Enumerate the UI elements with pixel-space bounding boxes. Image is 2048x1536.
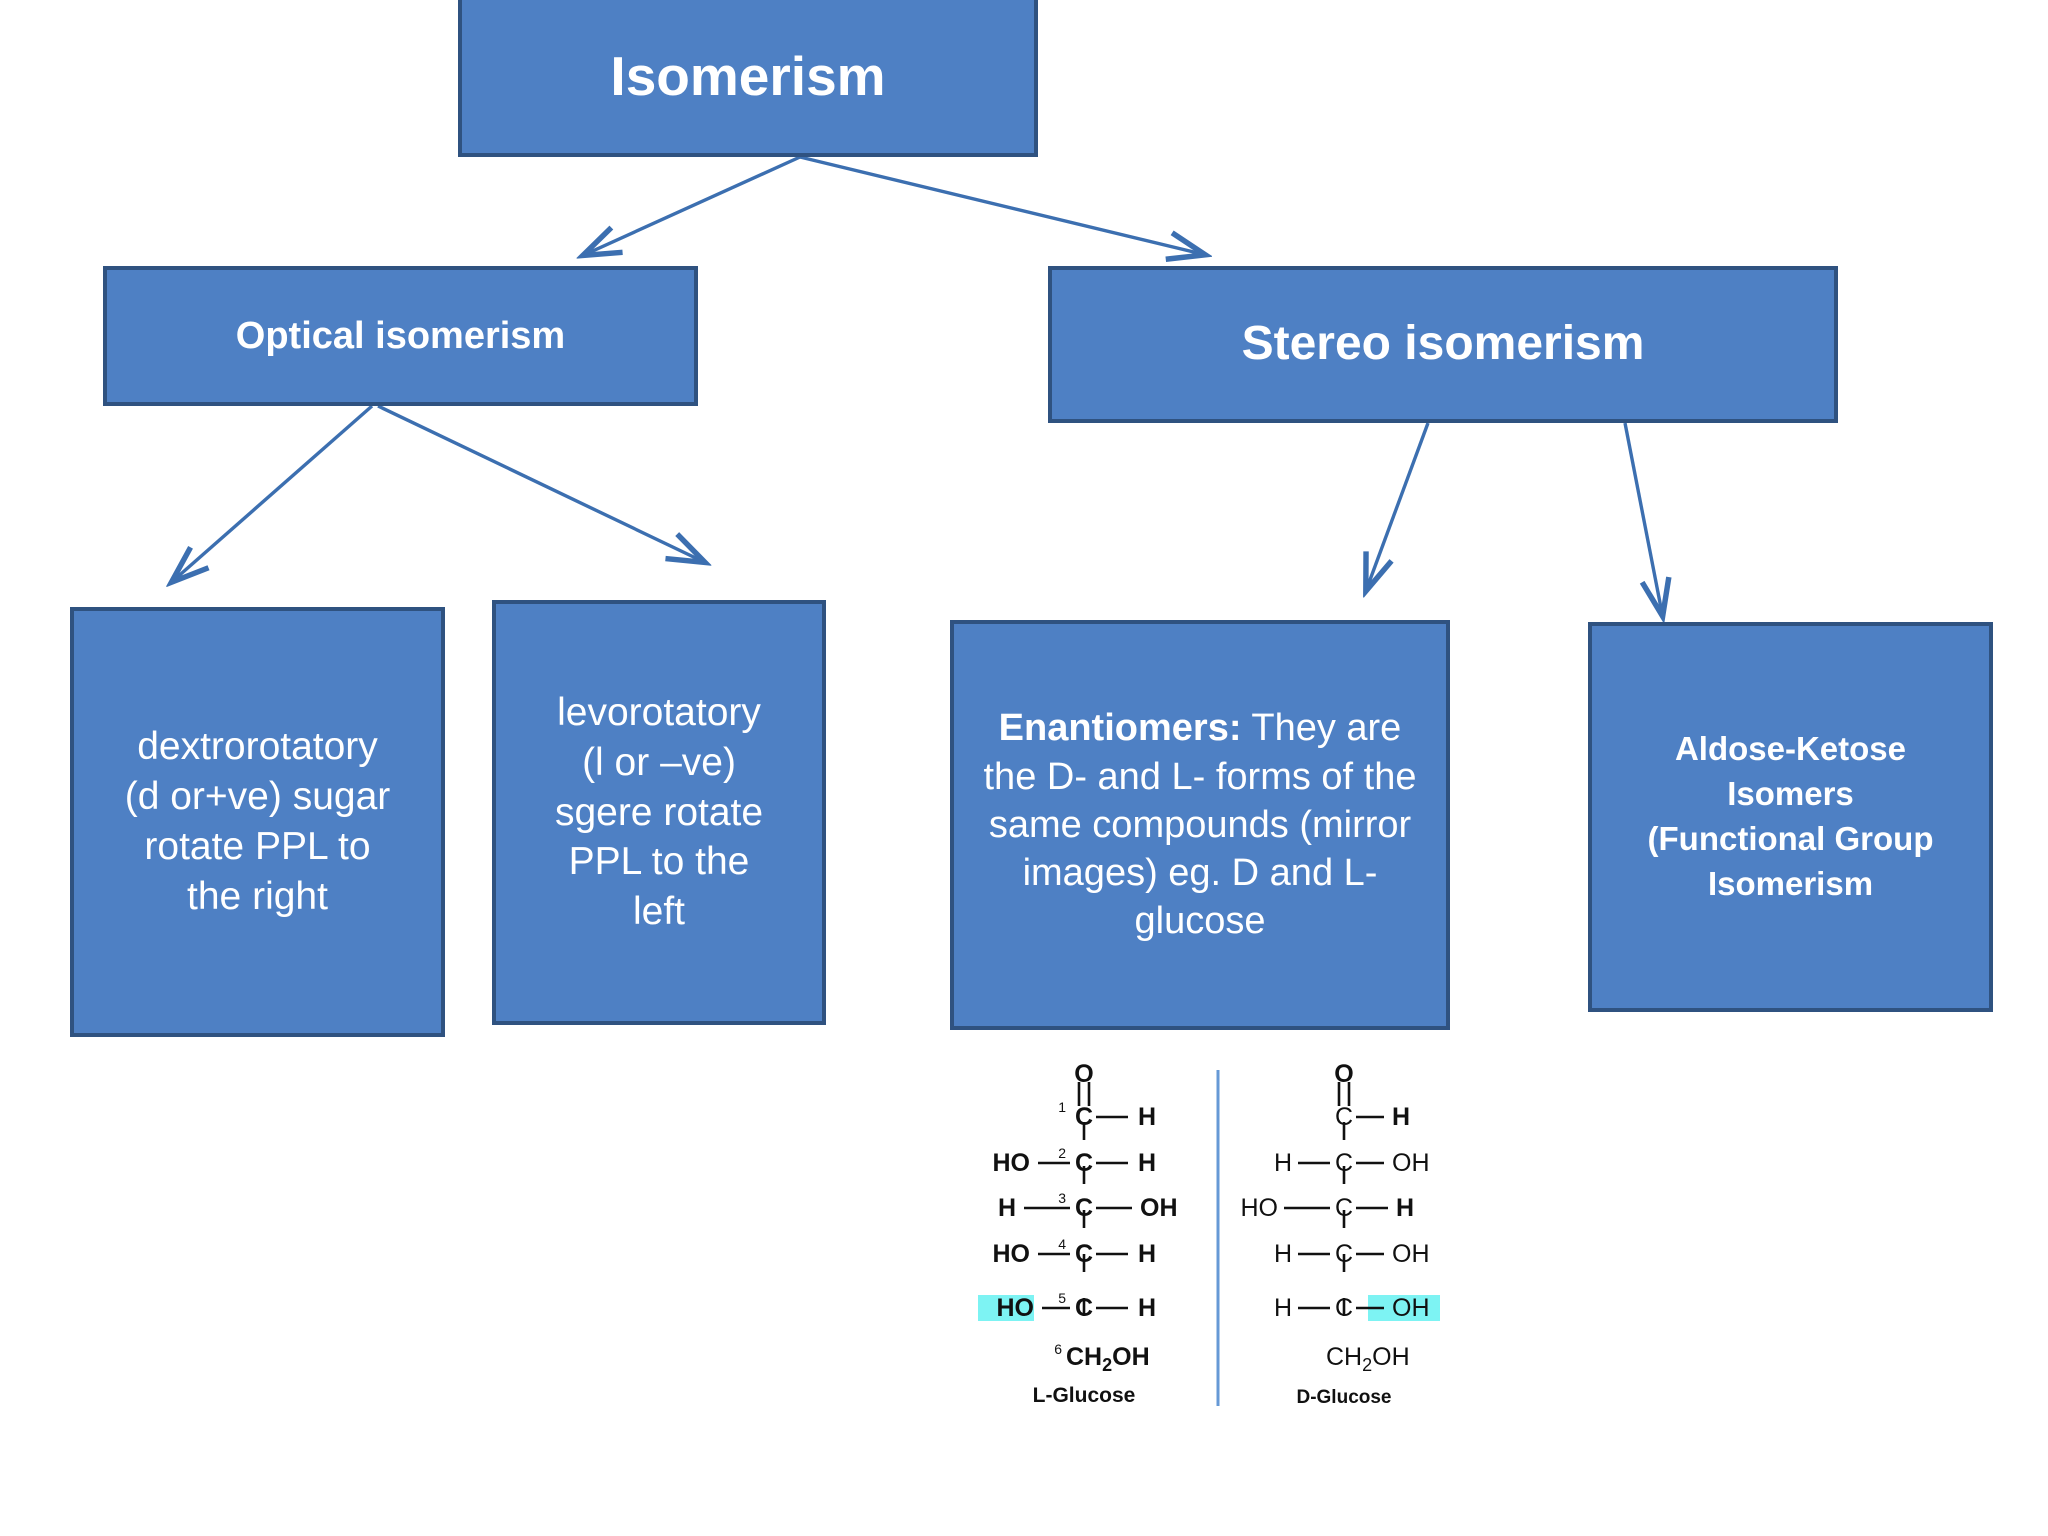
line-2: Isomers: [1727, 775, 1854, 813]
line-5: left: [632, 890, 686, 934]
node-isomerism-label: Isomerism: [610, 44, 886, 107]
atom-C4-left: C: [1075, 1240, 1093, 1268]
glucose-svg: O 1 2 3 4 5 6 C C C C C H HO H H OH: [978, 1062, 1440, 1408]
c6-ch: CH: [1066, 1343, 1102, 1371]
node-aldose-ketose-isomers[interactable]: Aldose-Ketose Isomers (Functional Group …: [1588, 622, 1993, 1012]
substituent-C4-left-left: HO: [993, 1240, 1031, 1268]
substituent-C2-right-right: OH: [1392, 1149, 1430, 1177]
node-enantiomers-label: Enantiomers: They are the D- and L- form…: [954, 704, 1446, 945]
arrow-root-to-optical: [586, 155, 801, 254]
arrow-optical-to-levo: [377, 404, 702, 561]
substituent-C3-right-right: H: [1396, 1194, 1414, 1222]
line-1: levorotatory: [557, 690, 761, 734]
carbon-number-2: 2: [1058, 1145, 1066, 1161]
substituent-C4-left-right: H: [1274, 1240, 1292, 1268]
l-glucose-structure: O 1 2 3 4 5 6 C C C C C H HO H H OH: [978, 1062, 1178, 1407]
atom-C3-left: C: [1075, 1194, 1093, 1222]
atom-C1-right: C: [1335, 1103, 1353, 1131]
carbon-number-1: 1: [1058, 1099, 1066, 1115]
node-dextrorotatory[interactable]: dextrorotatory (d or+ve) sugar rotate PP…: [70, 607, 445, 1037]
d-glucose-structure: O C C C C C H H OH HO H H OH H OH CH2OH: [1241, 1062, 1440, 1408]
node-levorotatory[interactable]: levorotatory (l or –ve) sgere rotate PPL…: [492, 600, 826, 1025]
node-optical-isomerism[interactable]: Optical isomerism: [103, 266, 698, 406]
substituent-C1-right-right: H: [1392, 1103, 1410, 1131]
substituent-C3-left-left: H: [998, 1194, 1016, 1222]
substituent-C3-right-left: OH: [1140, 1194, 1178, 1222]
enantiomers-lead: Enantiomers: [998, 707, 1229, 750]
substituent-C5-right-left: H: [1138, 1294, 1156, 1322]
atom-C1-left: C: [1075, 1103, 1093, 1131]
arrow-stereo-to-enantiomers: [1367, 422, 1430, 588]
enantiomers-body: They are the D- and L- forms of the same…: [983, 707, 1417, 943]
arrow-stereo-to-aldose: [1623, 422, 1662, 613]
substituent-C5-left-right: H: [1274, 1294, 1292, 1322]
substituent-C2-left-left: HO: [993, 1149, 1031, 1177]
carbon-number-3: 3: [1058, 1190, 1066, 1206]
atom-O-top-right: O: [1334, 1062, 1353, 1088]
node-stereo-isomerism-label: Stereo isomerism: [1241, 317, 1645, 371]
node-dextrorotatory-label: dextrorotatory (d or+ve) sugar rotate PP…: [74, 722, 441, 922]
atom-C2-right: C: [1335, 1149, 1353, 1177]
enantiomers-colon: :: [1228, 707, 1242, 750]
caption-l-glucose: L-Glucose: [1033, 1384, 1136, 1407]
carbon-number-4: 4: [1058, 1236, 1066, 1252]
atom-C6-group-left: CH2OH: [1066, 1343, 1150, 1375]
node-stereo-isomerism[interactable]: Stereo isomerism: [1048, 266, 1838, 423]
substituent-C5-right-right: OH: [1392, 1294, 1430, 1322]
atom-C5-left: C: [1075, 1294, 1093, 1322]
substituent-C3-left-right: HO: [1241, 1194, 1279, 1222]
substituent-C4-right-right: OH: [1392, 1240, 1430, 1268]
line-3: sgere rotate: [554, 790, 764, 834]
line-2: (l or –ve): [582, 740, 736, 784]
line-3: (Functional Group: [1647, 820, 1934, 857]
c6-sub: 2: [1102, 1355, 1112, 1375]
node-levorotatory-label: levorotatory (l or –ve) sgere rotate PPL…: [496, 688, 822, 938]
c6-sub: 2: [1362, 1355, 1372, 1375]
line-4: the right: [187, 874, 328, 918]
substituent-C5-left-left: HO: [997, 1294, 1035, 1322]
atom-C2-left: C: [1075, 1149, 1093, 1177]
substituent-C1-right-left: H: [1138, 1103, 1156, 1131]
node-isomerism[interactable]: Isomerism: [458, 0, 1038, 157]
line-1: Aldose-Ketose: [1674, 730, 1907, 768]
line-2: (d or+ve) sugar: [124, 775, 391, 819]
carbon-number-5: 5: [1058, 1290, 1066, 1306]
atom-C4-right: C: [1335, 1240, 1353, 1268]
atom-C5-right: C: [1335, 1294, 1353, 1322]
substituent-C4-right-left: H: [1138, 1240, 1156, 1268]
node-enantiomers[interactable]: Enantiomers: They are the D- and L- form…: [950, 620, 1450, 1030]
line-4: PPL to the: [568, 840, 750, 884]
line-1: dextrorotatory: [137, 725, 378, 769]
arrow-root-to-stereo: [799, 155, 1202, 254]
glucose-enantiomer-figure: O 1 2 3 4 5 6 C C C C C H HO H H OH: [960, 1062, 1480, 1422]
highlight-box-left: [978, 1295, 1034, 1321]
c6-tail: OH: [1372, 1343, 1410, 1371]
atom-C6-group-right: CH2OH: [1326, 1343, 1410, 1375]
atom-C3-right: C: [1335, 1194, 1353, 1222]
substituent-C2-right-left: H: [1138, 1149, 1156, 1177]
carbon-number-6: 6: [1054, 1341, 1062, 1357]
c6-ch: CH: [1326, 1343, 1362, 1371]
substituent-C2-left-right: H: [1274, 1149, 1292, 1177]
arrow-optical-to-dextro: [174, 404, 374, 580]
node-aldose-ketose-label: Aldose-Ketose Isomers (Functional Group …: [1592, 727, 1989, 907]
line-4: Isomerism: [1707, 864, 1874, 902]
caption-d-glucose: D-Glucose: [1296, 1387, 1391, 1408]
line-3: rotate PPL to: [144, 825, 371, 868]
c6-tail: OH: [1112, 1343, 1150, 1371]
node-optical-isomerism-label: Optical isomerism: [235, 314, 566, 357]
atom-O-top-left: O: [1074, 1062, 1093, 1088]
